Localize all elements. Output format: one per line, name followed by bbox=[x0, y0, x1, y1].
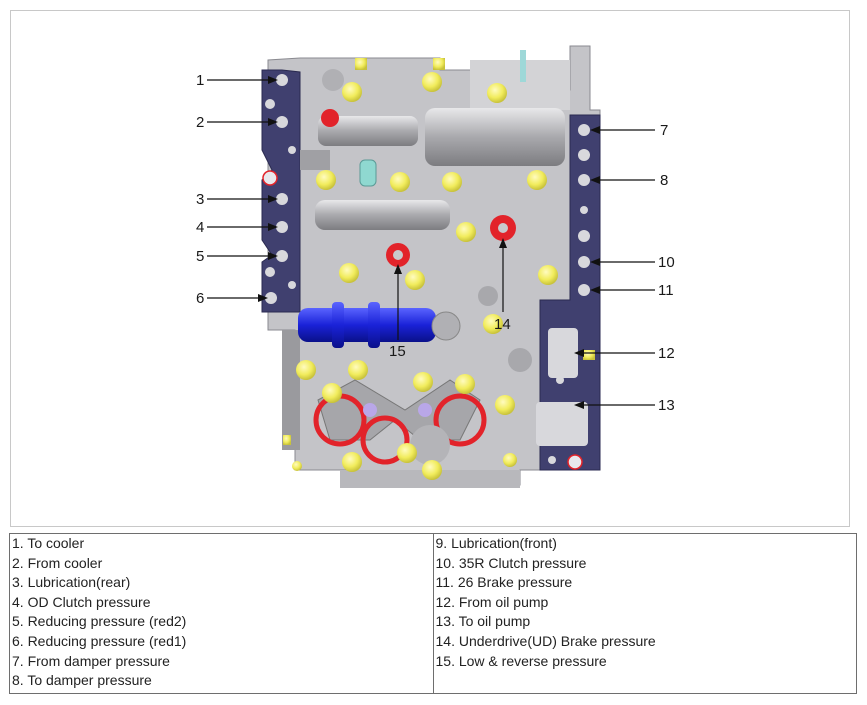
callout-13: 13 bbox=[658, 397, 675, 414]
callout-3: 3 bbox=[196, 191, 204, 208]
red-ports bbox=[386, 215, 516, 267]
bolts bbox=[283, 58, 595, 480]
legend-item: 1. To cooler bbox=[12, 535, 85, 551]
callout-10: 10 bbox=[658, 254, 675, 271]
legend-item: 8. To damper pressure bbox=[12, 672, 152, 689]
legend-item: 4. OD Clutch pressure bbox=[12, 593, 151, 610]
legend-item: 3. Lubrication(rear) bbox=[12, 574, 131, 591]
left-gasket-plate bbox=[261, 69, 301, 313]
legend-item: 5. Reducing pressure (red2) bbox=[12, 613, 187, 630]
callout-8: 8 bbox=[660, 172, 668, 189]
blue-spool bbox=[298, 302, 461, 348]
legend-column-right: 9. Lubrication(front) 10. 35R Clutch pre… bbox=[432, 533, 857, 694]
callout-6: 6 bbox=[196, 290, 204, 307]
valve-spools bbox=[300, 108, 565, 230]
leader-lines bbox=[207, 76, 655, 409]
legend-item: 10. 35R Clutch pressure bbox=[435, 554, 587, 571]
callout-15: 15 bbox=[389, 343, 406, 360]
legend-item: 15. Low & reverse pressure bbox=[435, 652, 607, 669]
legend-item: 7. From damper pressure bbox=[12, 652, 170, 669]
callout-12: 12 bbox=[658, 345, 675, 362]
callout-14: 14 bbox=[494, 316, 511, 333]
lower-valve-assembly bbox=[313, 286, 532, 465]
legend-item: 12. From oil pump bbox=[435, 593, 549, 610]
valve-body-diagram: 1 2 3 4 5 6 7 8 10 11 12 13 14 15 bbox=[196, 45, 675, 488]
legend-item: 14. Underdrive(UD) Brake pressure bbox=[435, 632, 656, 649]
callout-1: 1 bbox=[196, 72, 204, 89]
right-gasket-plate bbox=[536, 114, 601, 471]
callout-7: 7 bbox=[660, 122, 668, 139]
legend-table: 1. To cooler 2. From cooler 3. Lubricati… bbox=[9, 533, 857, 694]
callout-5: 5 bbox=[196, 248, 204, 265]
legend-item: 6. Reducing pressure (red1) bbox=[12, 632, 187, 649]
legend-item: 2. From cooler bbox=[12, 554, 103, 571]
legend-item: 13. To oil pump bbox=[435, 613, 531, 630]
callout-11: 11 bbox=[658, 282, 674, 299]
callout-4: 4 bbox=[196, 219, 204, 236]
legend-item: 11. 26 Brake pressure bbox=[435, 574, 573, 591]
callout-2: 2 bbox=[196, 114, 204, 131]
legend-column-left: 1. To cooler 2. From cooler 3. Lubricati… bbox=[9, 533, 434, 694]
legend-item: 9. Lubrication(front) bbox=[435, 535, 557, 551]
